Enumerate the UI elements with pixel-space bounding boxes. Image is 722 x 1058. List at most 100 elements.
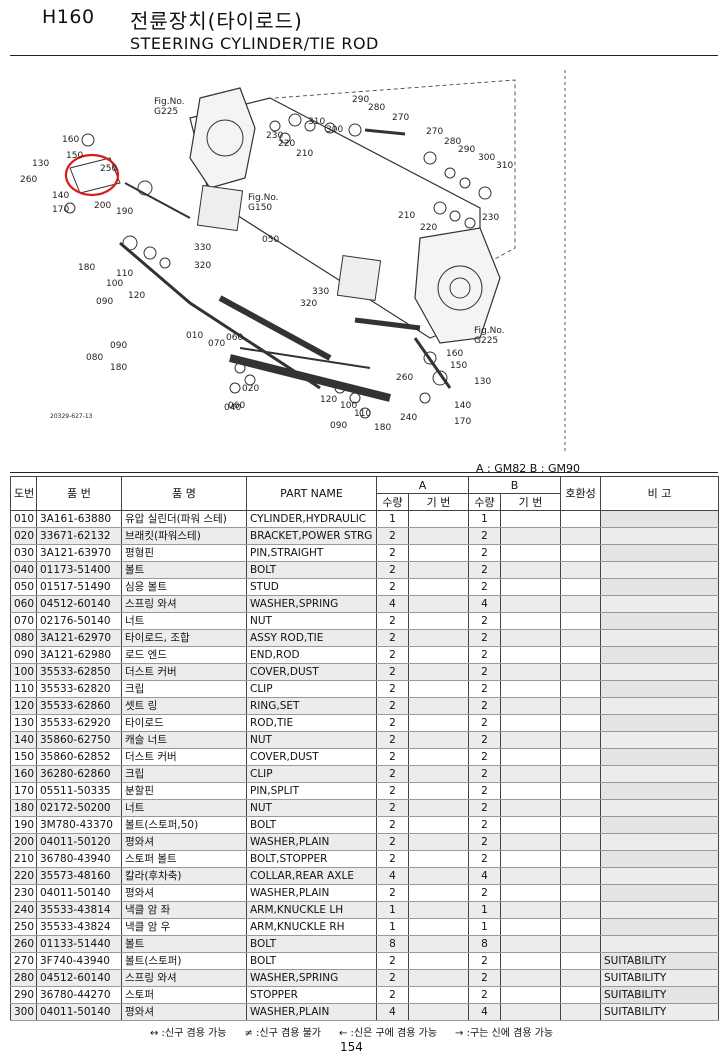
svg-text:Fig.No.: Fig.No. — [154, 97, 185, 107]
qty-b: 2 — [468, 714, 501, 732]
part-no-ref: 090 — [10, 646, 37, 664]
svg-text:170: 170 — [454, 417, 471, 427]
code-b — [499, 544, 562, 562]
part-name-ko: 스토퍼 볼트 — [121, 850, 247, 868]
part-no-ref: 120 — [10, 697, 37, 715]
code-b — [499, 612, 562, 630]
remarks — [600, 561, 720, 579]
part-no-ref: 180 — [10, 799, 37, 817]
qty-a: 4 — [376, 867, 409, 885]
part-number: 36780-44270 — [36, 986, 122, 1004]
code-b — [499, 867, 562, 885]
svg-text:270: 270 — [426, 127, 443, 137]
qty-b: 2 — [468, 816, 501, 834]
remarks — [600, 935, 720, 953]
code-a — [408, 748, 469, 766]
part-number: 35533-62860 — [36, 697, 122, 715]
qty-a: 2 — [376, 765, 409, 783]
svg-text:150: 150 — [66, 151, 83, 161]
header-part-no: 품 번 — [36, 476, 122, 511]
code-b — [499, 680, 562, 698]
remarks — [600, 595, 720, 613]
compat — [560, 714, 602, 732]
qty-a: 2 — [376, 714, 409, 732]
svg-text:230: 230 — [266, 131, 283, 141]
remarks — [600, 578, 720, 596]
qty-a: 1 — [376, 510, 409, 528]
code-b — [499, 918, 562, 936]
code-b — [499, 748, 562, 766]
part-no-ref: 040 — [10, 561, 37, 579]
remarks — [600, 510, 720, 528]
part-number: 3M780-43370 — [36, 816, 122, 834]
remarks — [600, 799, 720, 817]
part-name-ko: 스프링 와셔 — [121, 595, 247, 613]
remarks — [600, 748, 720, 766]
svg-text:180: 180 — [78, 263, 95, 273]
qty-a: 2 — [376, 544, 409, 562]
code-b — [499, 714, 562, 732]
qty-b: 8 — [468, 935, 501, 953]
part-name-ko: 크립 — [121, 680, 247, 698]
part-number: 36780-43940 — [36, 850, 122, 868]
svg-text:090: 090 — [96, 297, 113, 307]
part-no-ref: 260 — [10, 935, 37, 953]
code-a — [408, 612, 469, 630]
parts-table: 도번 품 번 품 명 PART NAME A B 호환성 비 고 수량 기 번 … — [10, 476, 720, 1021]
code-b — [499, 782, 562, 800]
svg-text:260: 260 — [396, 373, 413, 383]
compat — [560, 561, 602, 579]
part-no-ref: 240 — [10, 901, 37, 919]
part-no-ref: 270 — [10, 952, 37, 970]
part-no-ref: 080 — [10, 629, 37, 647]
qty-a: 2 — [376, 850, 409, 868]
code-b — [499, 578, 562, 596]
compat — [560, 646, 602, 664]
svg-text:140: 140 — [52, 191, 69, 201]
compat — [560, 1003, 602, 1021]
part-no-ref: 300 — [10, 1003, 37, 1021]
part-name-en: BOLT — [246, 561, 377, 579]
page-number: 154 — [340, 1040, 363, 1054]
part-name-en: STUD — [246, 578, 377, 596]
part-name-ko: 볼트(스토퍼,50) — [121, 816, 247, 834]
part-name-ko: 볼트 — [121, 935, 247, 953]
remarks — [600, 697, 720, 715]
svg-text:260: 260 — [20, 175, 37, 185]
svg-text:G225: G225 — [154, 107, 178, 117]
code-a — [408, 782, 469, 800]
compat — [560, 578, 602, 596]
part-name-ko: 타이로드, 조합 — [121, 629, 247, 647]
code-a — [408, 986, 469, 1004]
part-name-en: BOLT,STOPPER — [246, 850, 377, 868]
part-name-ko: 더스트 커버 — [121, 748, 247, 766]
code-a — [408, 799, 469, 817]
code-a — [408, 680, 469, 698]
compat — [560, 799, 602, 817]
svg-text:280: 280 — [444, 137, 461, 147]
qty-b: 2 — [468, 578, 501, 596]
part-name-ko: 더스트 커버 — [121, 663, 247, 681]
svg-text:210: 210 — [296, 149, 313, 159]
header-qty-b: 수량 — [468, 493, 501, 511]
part-name-en: PIN,SPLIT — [246, 782, 377, 800]
part-name-en: COLLAR,REAR AXLE — [246, 867, 377, 885]
header-group-a: A — [376, 476, 469, 494]
qty-b: 1 — [468, 918, 501, 936]
svg-text:Fig.No.: Fig.No. — [248, 193, 279, 203]
svg-text:080: 080 — [86, 353, 103, 363]
part-number: 01517-51490 — [36, 578, 122, 596]
code-b — [499, 850, 562, 868]
code-b — [499, 986, 562, 1004]
qty-b: 4 — [468, 595, 501, 613]
code-a — [408, 527, 469, 545]
